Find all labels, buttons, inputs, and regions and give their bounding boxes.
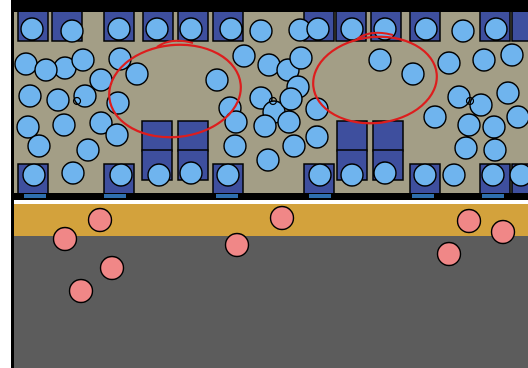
blue-particle bbox=[180, 162, 202, 184]
blue-particle bbox=[61, 20, 83, 42]
blue-particle bbox=[109, 48, 131, 70]
blue-particle bbox=[28, 135, 50, 157]
blue-particle bbox=[402, 63, 424, 85]
frame-top-edge bbox=[11, 0, 528, 12]
red-particle bbox=[70, 280, 93, 303]
blue-particle bbox=[415, 18, 437, 40]
separator-tab bbox=[412, 194, 434, 198]
separator-tab bbox=[309, 194, 331, 198]
blue-particle bbox=[280, 88, 302, 110]
blue-particle bbox=[290, 47, 312, 69]
blue-particle bbox=[74, 85, 96, 107]
red-particle bbox=[89, 209, 112, 232]
blue-particle bbox=[62, 162, 84, 184]
blue-particle bbox=[23, 164, 45, 186]
blue-particle bbox=[77, 139, 99, 161]
blue-particle bbox=[341, 164, 363, 186]
blue-particle bbox=[148, 164, 170, 186]
blue-particle bbox=[257, 149, 279, 171]
separator-tab bbox=[482, 194, 504, 198]
blue-particle bbox=[455, 137, 477, 159]
active-material-box bbox=[337, 121, 367, 151]
separator-line bbox=[13, 193, 528, 200]
red-particle bbox=[101, 257, 124, 280]
red-particle bbox=[226, 234, 249, 257]
blue-particle bbox=[17, 116, 39, 138]
active-material-box bbox=[512, 11, 528, 41]
red-particle bbox=[492, 221, 515, 244]
blue-particle bbox=[146, 18, 168, 40]
red-particle bbox=[271, 207, 294, 230]
blue-particle bbox=[254, 115, 276, 137]
blue-particle bbox=[482, 164, 504, 186]
frame-left-edge bbox=[11, 0, 14, 368]
blue-particle bbox=[47, 89, 69, 111]
blue-particle bbox=[53, 114, 75, 136]
separator-tab bbox=[24, 194, 46, 198]
blue-particle bbox=[278, 111, 300, 133]
blue-particle bbox=[307, 18, 329, 40]
blue-particle bbox=[21, 18, 43, 40]
red-particle bbox=[438, 243, 461, 266]
blue-particle bbox=[369, 49, 391, 71]
blue-particle bbox=[233, 45, 255, 67]
blue-particle bbox=[206, 69, 228, 91]
red-particle bbox=[54, 228, 77, 251]
blue-particle bbox=[224, 135, 246, 157]
blue-particle bbox=[452, 20, 474, 42]
blue-particle bbox=[374, 162, 396, 184]
separator-tab bbox=[104, 194, 126, 198]
red-particle bbox=[458, 210, 481, 233]
blue-particle bbox=[448, 86, 470, 108]
blue-particle bbox=[250, 20, 272, 42]
blue-particle bbox=[438, 52, 460, 74]
blue-particle bbox=[501, 44, 523, 66]
blue-particle bbox=[497, 82, 519, 104]
blue-particle bbox=[458, 114, 480, 136]
blue-particle bbox=[106, 124, 128, 146]
blue-particle bbox=[15, 53, 37, 75]
separator-tab bbox=[216, 194, 238, 198]
blue-particle bbox=[414, 164, 436, 186]
blue-particle bbox=[424, 106, 446, 128]
blue-particle bbox=[19, 85, 41, 107]
blue-particle bbox=[283, 135, 305, 157]
blue-particle bbox=[110, 164, 132, 186]
blue-particle bbox=[473, 49, 495, 71]
blue-particle bbox=[126, 63, 148, 85]
blue-particle bbox=[217, 164, 239, 186]
blue-particle bbox=[180, 18, 202, 40]
blue-particle bbox=[510, 164, 528, 186]
blue-particle bbox=[443, 164, 465, 186]
blue-particle bbox=[470, 94, 492, 116]
blue-particle bbox=[507, 106, 528, 128]
blue-particle bbox=[108, 18, 130, 40]
blue-particle bbox=[485, 18, 507, 40]
blue-particle bbox=[35, 59, 57, 81]
blue-particle bbox=[220, 18, 242, 40]
blue-particle bbox=[484, 139, 506, 161]
blue-particle bbox=[72, 49, 94, 71]
blue-particle bbox=[483, 116, 505, 138]
active-material-box bbox=[373, 121, 403, 151]
blue-particle bbox=[309, 164, 331, 186]
blue-particle bbox=[306, 126, 328, 148]
